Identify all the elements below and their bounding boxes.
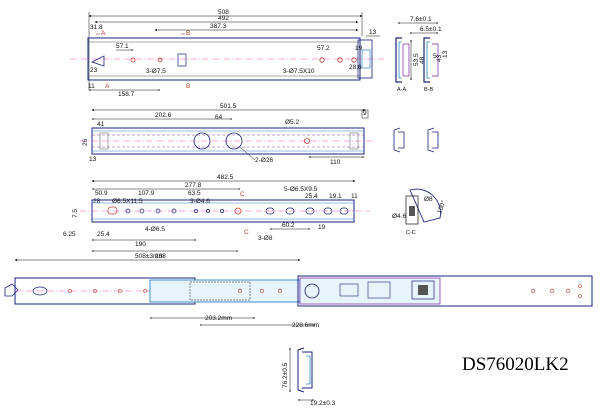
dim-277-8: 277.8 <box>185 182 202 189</box>
dim-28-6: 28.6 <box>349 64 362 71</box>
section-marker-a-bottom: A <box>105 83 110 90</box>
profile-section: 76.2±0.5 19.2±0.3 <box>282 347 336 407</box>
dim-43: 43 <box>436 54 443 62</box>
dim-57-2: 57.2 <box>317 45 330 52</box>
dim-3-holes-8: 3-Ø8 <box>258 235 273 242</box>
dim-13-mid: 13 <box>89 156 97 163</box>
dim-overall-length: 508 <box>218 9 229 16</box>
dim-107-9: 107.9 <box>138 190 155 197</box>
dim-11: 11 <box>88 83 95 90</box>
dim-202-6: 202.6 <box>155 112 172 119</box>
dim-6-5: 6.5±0.1 <box>420 26 442 33</box>
dim-53-5: 53.5 <box>413 53 420 66</box>
dim-23: 23 <box>90 67 98 74</box>
dim-268: 268 <box>155 253 166 260</box>
middle-view: 501.5 202.6 64 41 Ø5.2 9 26 2-Ø26 13 110 <box>80 103 439 166</box>
dim-64: 64 <box>215 114 223 121</box>
section-marker-b-bottom: B <box>186 83 190 90</box>
dim-387: 387.3 <box>210 23 227 30</box>
dim-25-4-bottom: 25.4 <box>97 231 110 238</box>
dim-508-pm-3mm: 508±3mm <box>135 253 164 260</box>
dim-203-2mm: 203.2mm <box>205 315 232 322</box>
dim-26: 26 <box>82 138 89 146</box>
section-marker-a-top: A <box>101 30 106 37</box>
inner-view: 482.5 277.8 107.9 63.5 50.9 28 7.5 6.25 … <box>63 174 370 260</box>
label-c-c: C-C <box>406 230 416 236</box>
label-b-b: B-B <box>424 87 434 93</box>
dim-48: 48 <box>419 56 426 64</box>
dim-phi-6-5x11-5: Ø6.5X11.5 <box>112 198 143 205</box>
dim-190: 190 <box>135 241 146 248</box>
dim-phi-4-6: Ø4.6 <box>392 213 406 220</box>
dim-7-5: 7.5 <box>72 209 79 218</box>
dim-13-ab: 13 <box>442 50 449 58</box>
dim-76-2: 76.2±0.5 <box>282 362 289 388</box>
dim-19-1: 19.1 <box>329 193 342 200</box>
dim-19-inner: 19 <box>318 224 326 231</box>
dim-57-1: 57.1 <box>116 43 129 50</box>
section-ab-view: 7.6±0.1 6.5±0.1 53.5 48 43 13 5 A-A B-B <box>395 16 449 93</box>
dim-158-7: 158.7 <box>118 91 135 98</box>
dim-41: 41 <box>97 121 105 128</box>
dim-2-holes-26: 2-Ø26 <box>255 157 273 164</box>
dim-6-25: 6.25 <box>63 231 76 238</box>
top-view: 508 492 387.3 31.8 A B 57.1 3-Ø7.5 23 11… <box>70 9 385 98</box>
dim-501-5: 501.5 <box>220 103 237 110</box>
dim-3-holes-7-5x10: 3-Ø7.5X10 <box>283 68 315 75</box>
dim-3-holes-7-5: 3-Ø7.5 <box>146 68 166 75</box>
label-a-a: A-A <box>397 87 407 93</box>
dim-28: 28 <box>93 198 101 205</box>
dim-11-inner: 11 <box>351 193 358 200</box>
dim-9: 9 <box>363 110 367 117</box>
dim-13-top: 13 <box>369 29 377 36</box>
dim-31-8: 31.8 <box>90 24 103 31</box>
assembly-view: 508±3mm 203.2mm 228.6mm <box>4 253 593 329</box>
dim-482-5: 482.5 <box>217 174 234 181</box>
dim-3-holes-4-6: 3-Ø4.6 <box>190 198 210 205</box>
dim-19-top: 19 <box>355 45 363 52</box>
dim-phi-5-2: Ø5.2 <box>285 119 299 126</box>
dim-phi-8: Ø8 <box>424 196 433 203</box>
section-c-view: Ø8 Ø4.6 100° C-C <box>392 188 448 236</box>
dim-7-6: 7.6±0.1 <box>410 16 432 23</box>
section-marker-c-bottom: C <box>244 229 249 236</box>
dim-19-2: 19.2±0.3 <box>310 400 336 407</box>
dim-110: 110 <box>330 159 341 166</box>
dim-25-4-top: 25.4 <box>305 193 318 200</box>
dim-5-holes-6-5x9-5: 5-Ø6.5X9.5 <box>284 186 318 193</box>
section-marker-c-top: C <box>240 191 245 198</box>
dim-4-holes-6-5: 4-Ø6.5 <box>145 226 165 233</box>
dim-inner-length: 492 <box>218 15 229 22</box>
model-code: DS76020LK2 <box>462 354 569 375</box>
dim-5-ab: 5 <box>433 53 437 60</box>
section-marker-b-top: B <box>186 30 190 37</box>
dim-50-9: 50.9 <box>95 190 108 197</box>
dim-63-5: 63.5 <box>188 190 201 197</box>
dim-60-2: 60.2 <box>282 222 295 229</box>
dim-228-6mm: 228.6mm <box>292 322 319 329</box>
